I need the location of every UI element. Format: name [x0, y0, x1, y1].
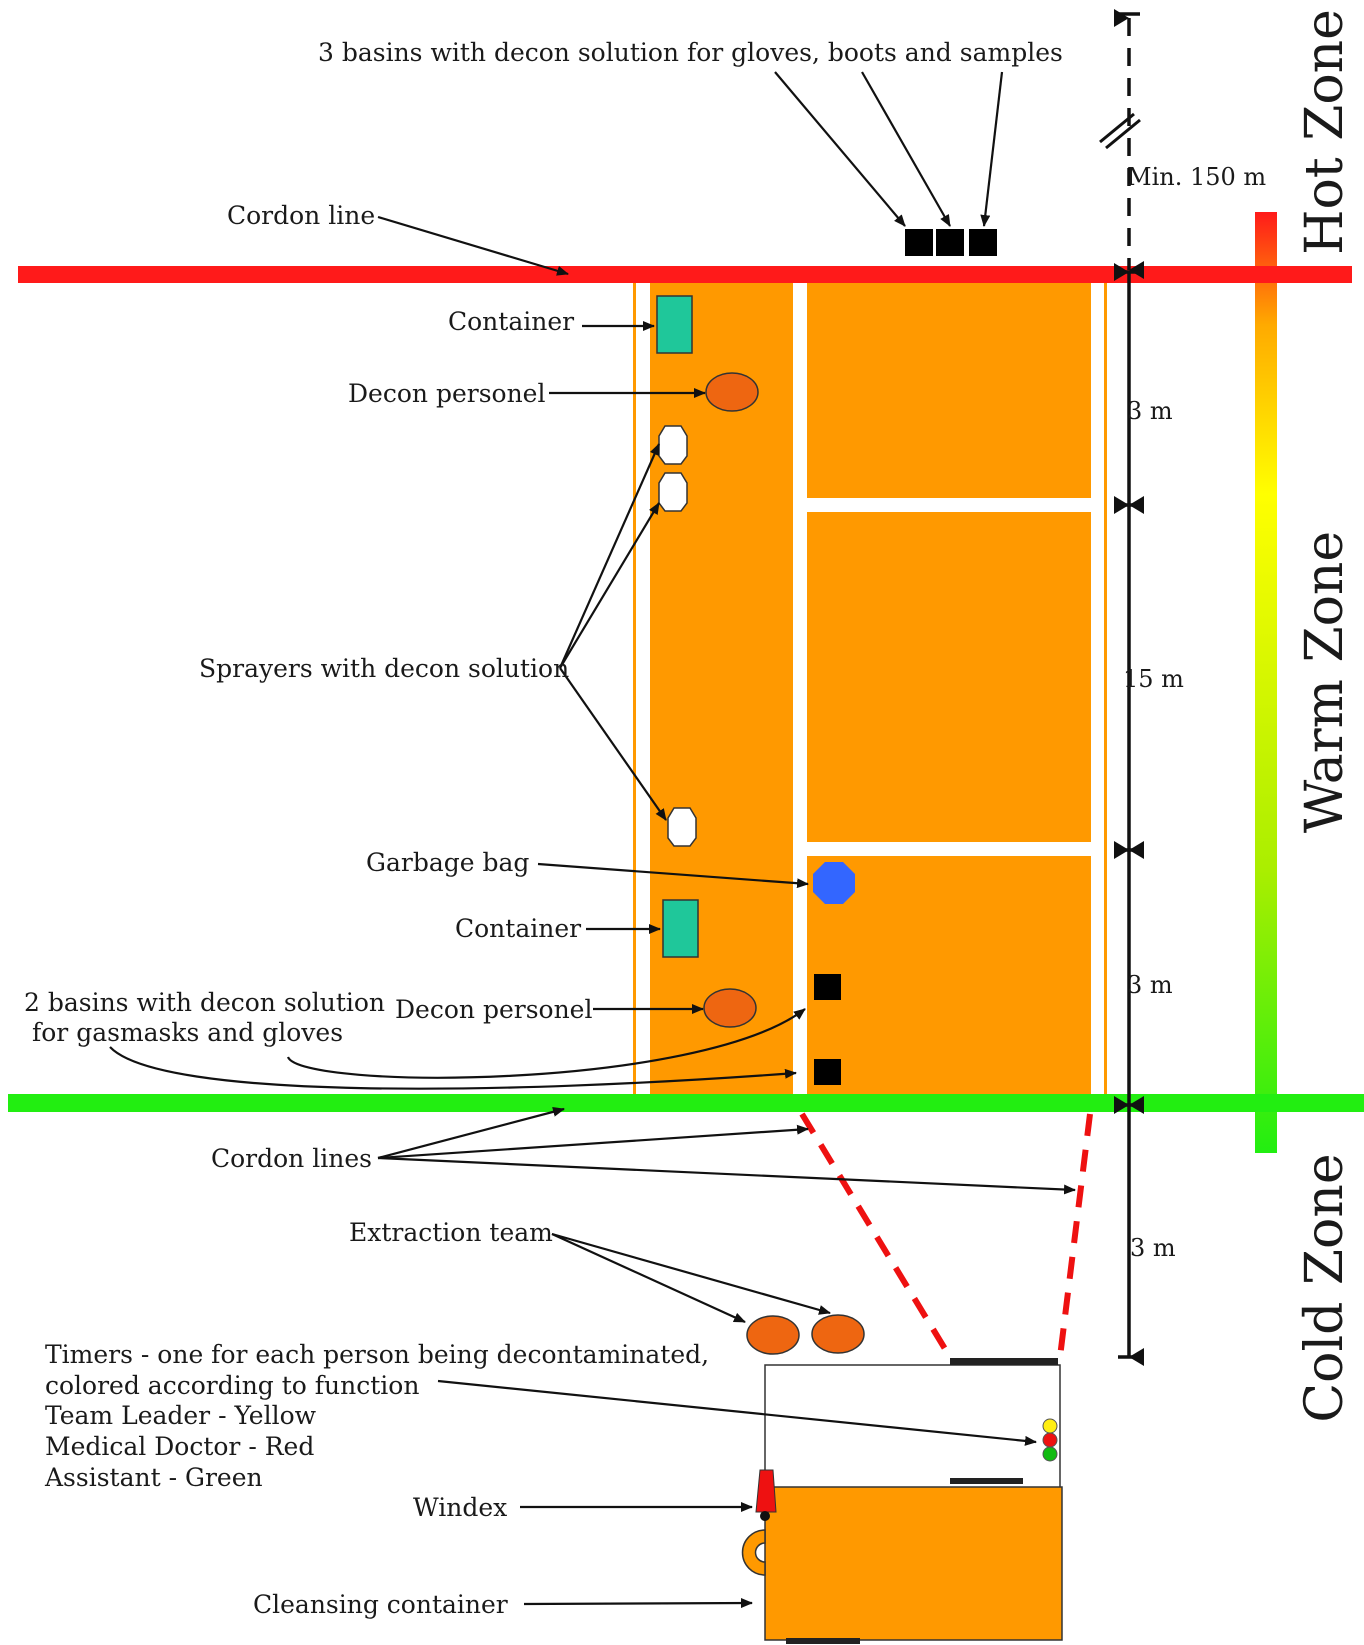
decon-station-1	[807, 280, 1091, 498]
container-bottom-label: Container	[455, 914, 581, 943]
decon-station-2	[807, 512, 1091, 842]
timers-label-4: Medical Doctor - Red	[45, 1432, 314, 1461]
cleansing-container-exit	[786, 1638, 860, 1644]
tent-partition	[950, 1478, 1023, 1484]
cleansing-container-handle	[741, 1529, 766, 1576]
container-top-label: Container	[448, 307, 574, 336]
decon-lane	[650, 280, 793, 1096]
windex-nozzle	[760, 1511, 770, 1521]
extraction-team-member-icon	[746, 1315, 800, 1355]
min-distance-label: Min. 150 m	[1127, 163, 1266, 191]
decon-personel-icon	[705, 372, 759, 412]
timer-red-icon	[1042, 1432, 1058, 1448]
sprayer-icon	[658, 472, 688, 512]
basin-icon	[936, 229, 964, 256]
zone-gradient-bar	[1255, 212, 1277, 1153]
decon-station-3	[807, 856, 1091, 1096]
hot-cordon-line	[18, 266, 1352, 283]
extraction-path-right	[1057, 1113, 1093, 1358]
top-section-label: 3 m	[1127, 397, 1173, 425]
cold-zone-label: Cold Zone	[1295, 1153, 1355, 1422]
timer-green-icon	[1042, 1446, 1058, 1462]
basin-icon	[905, 229, 933, 256]
sprayer-icon	[667, 807, 697, 847]
container-icon	[662, 899, 699, 958]
timers-label-5: Assistant - Green	[44, 1463, 263, 1492]
cleansing-container-label: Cleansing container	[253, 1590, 508, 1619]
timers-label-3: Team Leader - Yellow	[45, 1401, 317, 1430]
basin-icon	[969, 229, 997, 256]
garbage-bag-label: Garbage bag	[366, 848, 529, 877]
outer-left-strip	[633, 280, 636, 1096]
windex-label: Windex	[413, 1493, 507, 1522]
outer-right-strip	[1104, 280, 1107, 1096]
timers-label-2: colored according to function	[45, 1371, 419, 1400]
basin-icon	[814, 974, 841, 1000]
decon-corridor	[633, 280, 1107, 1096]
tent-entrance	[950, 1358, 1058, 1365]
windex-icon	[755, 1469, 777, 1513]
cordon-lines-label: Cordon lines	[211, 1144, 372, 1173]
basin-icon	[814, 1059, 841, 1085]
sprayers-label: Sprayers with decon solution	[199, 654, 569, 683]
decon-personel-icon	[703, 988, 757, 1028]
exit-section-label: 3 m	[1130, 1234, 1176, 1262]
cold-cordon-line	[8, 1094, 1364, 1112]
timer-yellow-icon	[1042, 1418, 1058, 1434]
decon-personel-top-label: Decon personel	[348, 379, 545, 408]
extraction-team-label: Extraction team	[349, 1218, 553, 1247]
basins-top-label: 3 basins with decon solution for gloves,…	[318, 38, 1063, 67]
extraction-team-member-icon	[811, 1314, 865, 1354]
sprayer-icon	[658, 425, 688, 465]
hot-zone-label: Hot Zone	[1295, 9, 1355, 255]
annotation-arrows	[109, 71, 1076, 1609]
container-icon	[656, 295, 693, 354]
dimension-line	[1099, 9, 1144, 1366]
warm-zone-label: Warm Zone	[1295, 531, 1355, 833]
decon-personel-bottom-label: Decon personel	[395, 995, 592, 1024]
middle-section-label: 15 m	[1123, 665, 1184, 693]
bottom-section-label: 3 m	[1127, 971, 1173, 999]
extraction-path-left	[799, 1112, 953, 1359]
basins-bottom-label-2: for gasmasks and gloves	[32, 1018, 343, 1047]
cordon-line-label: Cordon line	[227, 201, 375, 230]
garbage-bag-icon	[813, 862, 855, 904]
timers-label-1: Timers - one for each person being decon…	[45, 1340, 709, 1369]
cleansing-container-icon	[764, 1486, 1063, 1641]
cleansing-tent	[764, 1364, 1061, 1490]
basins-bottom-label-1: 2 basins with decon solution	[24, 988, 385, 1017]
